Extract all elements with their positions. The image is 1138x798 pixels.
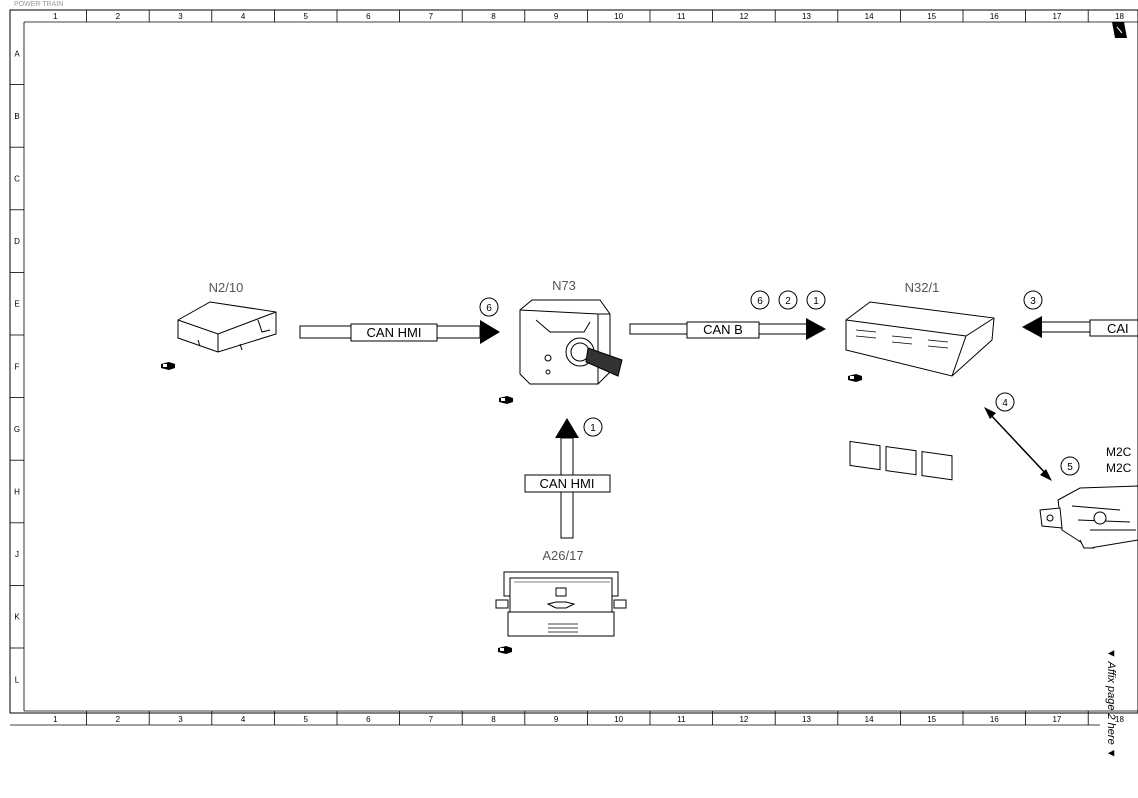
can-hmi-left-arrow bbox=[299, 320, 500, 344]
grid-col-label-top: 13 bbox=[802, 12, 811, 21]
can-right-label: CAI bbox=[1107, 321, 1129, 336]
callout-diag-1 bbox=[995, 392, 1015, 412]
a26-17-control-panel bbox=[495, 571, 627, 637]
component-label-n73: N73 bbox=[552, 278, 576, 293]
grid-col-label-top: 11 bbox=[677, 12, 686, 21]
grid-row-label: A bbox=[14, 49, 20, 58]
grid-col-label-top: 18 bbox=[1115, 12, 1124, 21]
pointing-hand-icon bbox=[848, 374, 862, 382]
n73-ignition-switch bbox=[519, 299, 623, 385]
page-header-label: POWER TRAIN bbox=[14, 1, 63, 8]
callout-diag-2 bbox=[1060, 456, 1080, 476]
grid-col-label-top: 3 bbox=[178, 12, 183, 21]
grid-col-label-top: 14 bbox=[865, 12, 874, 21]
callout-n73 bbox=[479, 297, 499, 317]
callout-vertical bbox=[583, 417, 603, 437]
grid-col-label-bottom: 7 bbox=[429, 715, 434, 724]
grid-row-label: H bbox=[14, 488, 20, 497]
grid-col-label-bottom: 14 bbox=[865, 715, 874, 724]
callout-right-num: 3 bbox=[1030, 296, 1036, 307]
callout-canb-2 bbox=[778, 290, 798, 310]
grid-row-label: G bbox=[14, 425, 20, 434]
grid-col-label-bottom: 8 bbox=[491, 715, 496, 724]
grid-col-label-bottom: 6 bbox=[366, 715, 371, 724]
callout-n73-num: 6 bbox=[486, 303, 492, 314]
grid-col-label-top: 8 bbox=[491, 12, 496, 21]
grid-col-label-bottom: 15 bbox=[927, 715, 936, 724]
callout-vertical-num: 1 bbox=[590, 423, 596, 434]
grid-row-label: F bbox=[15, 362, 20, 371]
callout-canb-1-num: 6 bbox=[757, 296, 763, 307]
can-right-arrow bbox=[1022, 316, 1138, 338]
pointing-hand-icon bbox=[498, 646, 512, 654]
n2-10-module bbox=[177, 301, 277, 353]
grid-col-label-bottom: 16 bbox=[990, 715, 999, 724]
grid-row-label: D bbox=[14, 237, 20, 246]
component-label-m20-1: M2C bbox=[1106, 445, 1132, 459]
grid-col-label-bottom: 12 bbox=[739, 715, 748, 724]
grid-col-label-top: 1 bbox=[53, 12, 58, 21]
grid-col-label-bottom: 11 bbox=[677, 715, 686, 724]
callout-diag-2-num: 5 bbox=[1067, 462, 1073, 473]
frame-border bbox=[9, 9, 1138, 714]
pointing-hand-icon bbox=[499, 396, 513, 404]
callout-canb-2-num: 2 bbox=[785, 296, 791, 307]
can-b-label: CAN B bbox=[703, 322, 743, 337]
pointing-hand-icon bbox=[161, 362, 175, 370]
grid-row-label: J bbox=[15, 550, 19, 559]
grid-col-label-top: 7 bbox=[429, 12, 434, 21]
grid-col-label-top: 17 bbox=[1052, 12, 1061, 21]
grid-col-label-bottom: 5 bbox=[303, 715, 308, 724]
grid-row-label: B bbox=[14, 112, 19, 121]
callout-canb-1 bbox=[750, 290, 770, 310]
n32-1-control-unit bbox=[845, 301, 995, 481]
grid-col-label-top: 4 bbox=[241, 12, 246, 21]
grid-col-label-bottom: 9 bbox=[554, 715, 559, 724]
grid-col-label-top: 5 bbox=[303, 12, 308, 21]
component-label-a26-17: A26/17 bbox=[542, 548, 583, 563]
grid-row-label: C bbox=[14, 175, 20, 184]
grid-col-label-top: 15 bbox=[927, 12, 936, 21]
grid-col-label-bottom: 3 bbox=[178, 715, 183, 724]
grid-column-labels: 1122334455667788991010111112121313141415… bbox=[53, 10, 1124, 725]
grid-col-label-bottom: 10 bbox=[614, 715, 623, 724]
grid-col-label-bottom: 2 bbox=[116, 715, 121, 724]
grid-col-label-top: 9 bbox=[554, 12, 559, 21]
component-label-n32-1: N32/1 bbox=[905, 280, 940, 295]
can-b-arrow bbox=[629, 318, 826, 340]
callout-canb-3 bbox=[806, 290, 826, 310]
grid-col-label-bottom: 17 bbox=[1052, 715, 1061, 724]
grid-col-label-top: 12 bbox=[739, 12, 748, 21]
component-label-n2-10: N2/10 bbox=[209, 280, 244, 295]
grid-row-label: E bbox=[14, 300, 19, 309]
grid-col-label-top: 6 bbox=[366, 12, 371, 21]
grid-row-labels: A B C D E F G H J K L bbox=[10, 49, 24, 684]
component-label-m20-2: M2C bbox=[1106, 461, 1132, 475]
grid-col-label-bottom: 13 bbox=[802, 715, 811, 724]
corner-marker-icon bbox=[1112, 22, 1127, 38]
grid-row-label: K bbox=[14, 613, 20, 622]
callout-canb-3-num: 1 bbox=[813, 296, 819, 307]
grid-col-label-top: 2 bbox=[116, 12, 121, 21]
grid-col-label-top: 10 bbox=[614, 12, 623, 21]
grid-col-label-bottom: 1 bbox=[53, 715, 58, 724]
affix-page-note: ▼ Affix page 2 here ▼ bbox=[1105, 648, 1117, 759]
grid-col-label-bottom: 18 bbox=[1115, 715, 1124, 724]
diagonal-link-arrow bbox=[984, 407, 1052, 481]
can-hmi-vertical-label: CAN HMI bbox=[540, 476, 595, 491]
grid-col-label-bottom: 4 bbox=[241, 715, 246, 724]
m20-actuator bbox=[1039, 485, 1138, 549]
can-hmi-vertical-arrow bbox=[524, 418, 611, 539]
grid-col-label-top: 16 bbox=[990, 12, 999, 21]
can-hmi-left-label: CAN HMI bbox=[367, 325, 422, 340]
callout-right bbox=[1023, 290, 1043, 310]
grid-row-label: L bbox=[15, 675, 20, 684]
callout-diag-1-num: 4 bbox=[1002, 398, 1008, 409]
